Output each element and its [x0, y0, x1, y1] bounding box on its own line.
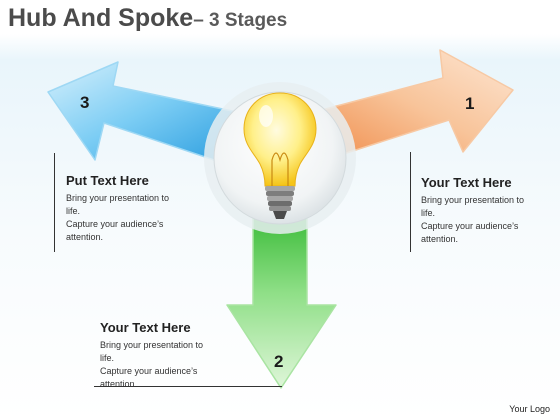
title-sub: – 3 Stages	[193, 10, 288, 31]
stage-3-arrow	[47, 61, 238, 163]
page-title: Hub And Spoke– 3 Stages	[8, 4, 287, 33]
stage-3-body-line: Bring your presentation to	[66, 193, 170, 203]
stage-1-body-line: attention.	[421, 234, 459, 244]
stage-2-number: 2	[274, 352, 284, 371]
stage-2-arrow	[226, 214, 337, 389]
stage-1-heading: Your Text Here	[421, 175, 512, 190]
stage-3-connector	[54, 153, 55, 252]
stage-1-body-line: Capture your audience’s	[421, 221, 519, 231]
stage-3-heading: Put Text Here	[66, 173, 149, 188]
stage-2-body-line: attention.	[100, 379, 138, 389]
stage-1-connector	[410, 152, 411, 252]
title-main: Hub And Spoke	[8, 4, 194, 32]
stage-1-text: Your Text Here Bring your presentation t…	[421, 175, 556, 246]
stage-3-number: 3	[80, 93, 90, 112]
stage-2-connector	[94, 386, 282, 387]
stage-3-body-line: Capture your audience’s	[66, 219, 164, 229]
light-bulb-icon	[243, 92, 317, 219]
stage-3-body-line: attention.	[66, 232, 104, 242]
stage-2-body-line: Capture your audience’s	[100, 366, 198, 376]
stage-2-body-line: Bring your presentation to	[100, 340, 204, 350]
stage-2-heading: Your Text Here	[100, 320, 191, 335]
stage-1-number: 1	[465, 94, 475, 113]
stage-3-text: Put Text Here Bring your presentation to…	[66, 173, 206, 244]
stage-1-body-line: Bring your presentation to	[421, 195, 525, 205]
stage-2-text: Your Text Here Bring your presentation t…	[100, 320, 240, 391]
stage-2-body-line: life.	[100, 353, 115, 363]
stage-3-body-line: life.	[66, 206, 81, 216]
stage-1-body-line: life.	[421, 208, 436, 218]
logo-placeholder: Your Logo	[509, 404, 550, 414]
